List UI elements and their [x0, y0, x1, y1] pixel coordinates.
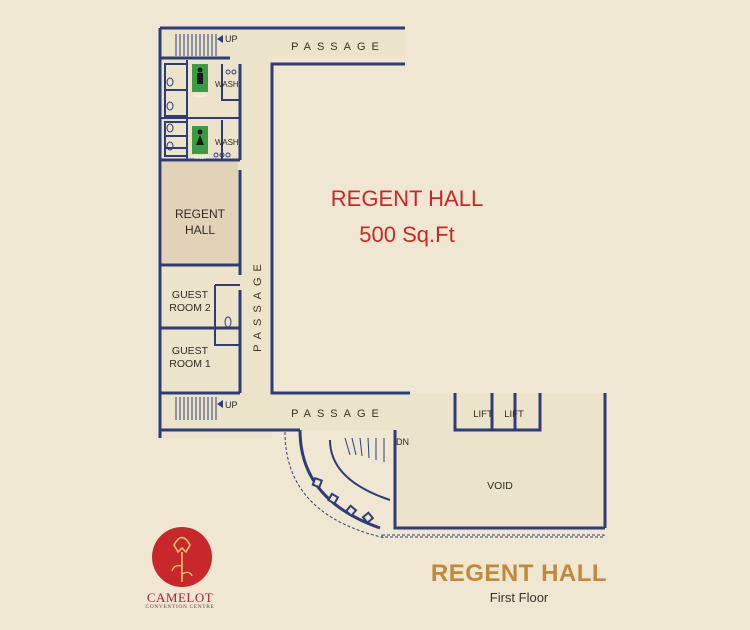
regent-hall-room-fill [162, 162, 238, 265]
wash-basins [166, 69, 237, 328]
walls [158, 26, 607, 530]
female-toilet-figure-head [197, 129, 203, 135]
hall-name-label: REGENT HALL [331, 186, 483, 211]
vertical-passage-floor [240, 58, 272, 393]
column-markers [311, 476, 375, 525]
column-marker-centers [314, 479, 372, 522]
wash-label-bottom: WASH [215, 138, 239, 147]
up-arrow-icon [217, 35, 223, 43]
brand-name: CAMELOT [146, 590, 214, 605]
vertical-passage-label: PASSAGE [252, 258, 264, 352]
rose-leaves-icon [171, 564, 193, 577]
lift-2-label: LIFT [504, 409, 524, 420]
top-stair-steps [175, 34, 217, 56]
female-toilet-figure-body [196, 135, 204, 145]
regent-room-label-line2: HALL [185, 223, 215, 237]
top-passage-label: PASSAGE [291, 41, 385, 53]
plan-title: REGENT HALL [430, 560, 608, 587]
hall-area-label: 500 Sq.Ft [359, 222, 454, 247]
lift-1-label: LIFT [473, 409, 493, 420]
wash-label-top: WASH [215, 80, 239, 89]
curved-stair-steps [344, 437, 385, 462]
guest-room-1-label-line1: GUEST [172, 345, 209, 357]
up-arrow-icon [217, 400, 223, 408]
rose-icon [173, 536, 191, 554]
void-area-floor [395, 393, 605, 528]
stair-down-label: DN [396, 437, 409, 447]
curved-stair-inner-wall [329, 439, 391, 501]
void-label: VOID [487, 480, 513, 492]
male-toilet-figure-head [197, 67, 203, 73]
bottom-stair-steps [175, 397, 217, 420]
regent-room-label-line1: REGENT [175, 207, 226, 221]
guest-room-1-label-line2: ROOM 1 [169, 358, 211, 370]
curved-stair-outer-wall [298, 429, 381, 530]
bottom-stair-up-label: UP [225, 400, 238, 410]
top-stair-up-label: UP [225, 34, 238, 44]
plan-floor-subtitle: First Floor [489, 590, 549, 605]
bottom-passage-label: PASSAGE [291, 408, 385, 420]
curved-stair-rail [284, 431, 386, 539]
void-dashed-edge [381, 534, 605, 538]
guest-room-2-label-line2: ROOM 2 [169, 302, 211, 314]
brand-subtitle: CONVENTION CENTRE [145, 604, 215, 610]
male-toilet-figure-body [197, 73, 203, 84]
female-toilet-label: TOILET [193, 155, 207, 160]
guest-room-2-label-line1: GUEST [172, 289, 209, 301]
male-toilet-label: TOILET [193, 93, 207, 98]
